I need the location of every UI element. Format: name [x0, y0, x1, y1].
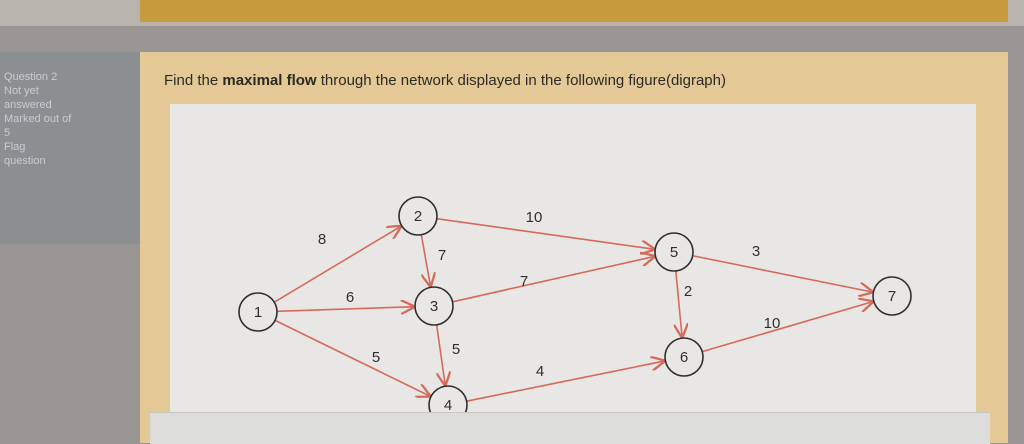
- node-label-4: 4: [444, 397, 452, 414]
- edge-capacity-1-2: 8: [318, 231, 326, 248]
- node-7: [872, 276, 912, 316]
- node-5: [654, 232, 694, 272]
- edge-capacity-1-4: 5: [372, 349, 380, 366]
- edge-5-6: [676, 270, 682, 338]
- edge-capacity-2-3: 7: [438, 247, 446, 264]
- network-digraph: 8 6 5 7 10 5 7 4 2 3 10 1 2 3 4 5 6 7: [238, 196, 912, 425]
- question-info-sidebar: Question 2 Not yet answered Marked out o…: [0, 52, 140, 244]
- question-status-cont: answered: [4, 99, 52, 111]
- edge-3-4: [435, 324, 446, 386]
- question-number: Question 2: [4, 71, 58, 83]
- graph-figure: 8 6 5 7 10 5 7 4 2 3 10 1 2 3 4 5 6 7: [170, 104, 976, 440]
- edge-capacity-1-3: 6: [346, 289, 354, 306]
- edge-1-4: [274, 319, 431, 396]
- question-panel: Find the maximal flow through the networ…: [140, 52, 1008, 443]
- question-text-suffix: through the network displayed in the fol…: [316, 72, 726, 89]
- node-label-3: 3: [430, 298, 438, 315]
- edge-2-3: [420, 234, 430, 288]
- answer-editor[interactable]: [150, 412, 990, 444]
- edge-capacity-6-7: 10: [764, 315, 781, 332]
- edge-capacity-3-4: 5: [452, 341, 460, 358]
- node-3: [414, 286, 454, 326]
- edge-capacity-5-6: 2: [684, 283, 692, 300]
- edge-capacity-2-5: 10: [526, 209, 543, 226]
- node-1: [238, 292, 278, 332]
- edge-3-5: [452, 256, 656, 303]
- edge-1-3: [276, 307, 415, 312]
- node-label-6: 6: [680, 349, 688, 366]
- question-text-bold: maximal flow: [222, 72, 317, 89]
- node-label-5: 5: [670, 244, 678, 261]
- edge-5-7: [692, 254, 874, 292]
- node-6: [664, 337, 704, 377]
- previous-question-panel-edge: [140, 0, 1008, 22]
- edge-4-6: [466, 361, 666, 402]
- question-marks-value: 5: [4, 127, 11, 139]
- question-text: Find the maximal flow through the networ…: [164, 72, 726, 89]
- node-2: [398, 196, 438, 236]
- node-label-7: 7: [888, 288, 896, 305]
- edge-capacity-3-5: 7: [520, 273, 528, 290]
- flag-question-link-cont[interactable]: question: [4, 155, 46, 167]
- edge-2-5: [436, 217, 655, 250]
- node-label-2: 2: [414, 208, 422, 225]
- edge-1-2: [273, 226, 401, 303]
- edge-capacity-5-7: 3: [752, 243, 760, 260]
- question-text-prefix: Find the: [164, 72, 223, 89]
- question-marks: Marked out of: [4, 113, 72, 125]
- edge-capacity-4-6: 4: [536, 363, 544, 380]
- edge-6-7: [702, 301, 874, 353]
- question-status: Not yet: [4, 85, 39, 97]
- flag-question-link[interactable]: Flag: [4, 141, 26, 153]
- node-label-1: 1: [254, 304, 262, 321]
